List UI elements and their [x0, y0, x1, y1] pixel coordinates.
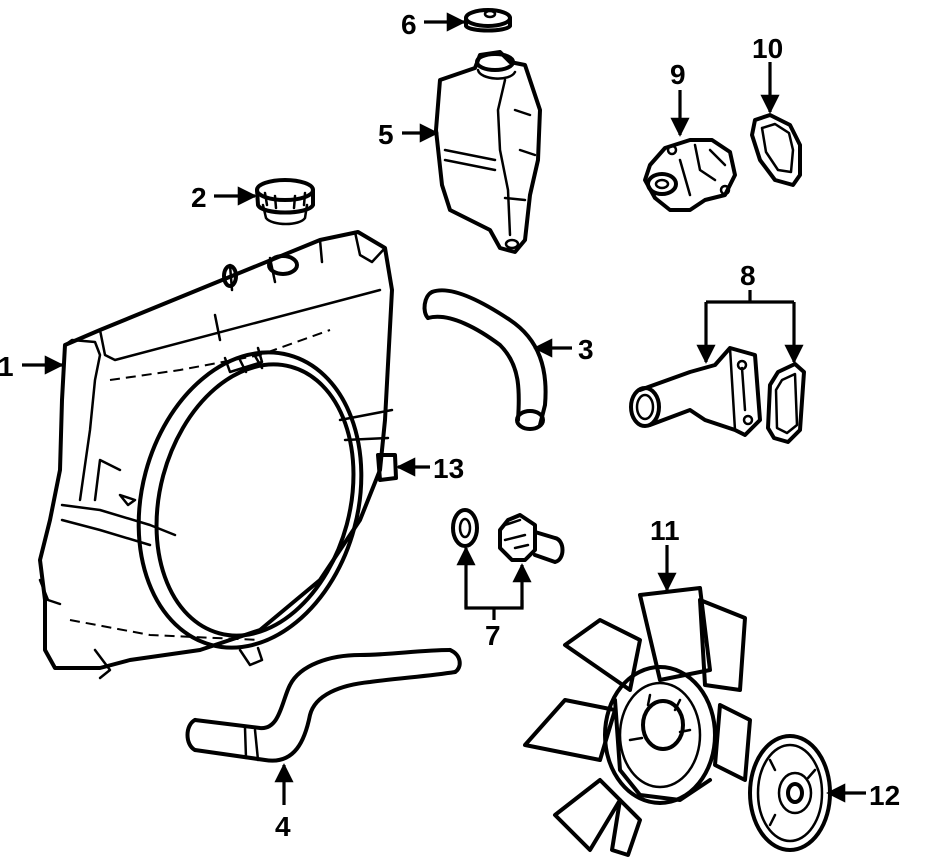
water-outlet-part[interactable] — [629, 346, 762, 437]
reservoir-cap-part[interactable] — [464, 8, 512, 33]
callout-10: 10 — [752, 33, 783, 64]
water-pump-part[interactable] — [643, 138, 737, 212]
radiator-part[interactable] — [38, 230, 394, 680]
callout-12: 12 — [869, 780, 900, 811]
water-pump-gasket-part[interactable] — [750, 113, 802, 187]
upper-radiator-hose-part[interactable] — [422, 288, 548, 431]
callout-1: 1 — [0, 351, 14, 382]
callout-5: 5 — [378, 119, 394, 150]
callout-3: 3 — [578, 334, 594, 365]
fan-pulley-part[interactable] — [748, 734, 832, 852]
callout-6: 6 — [401, 9, 417, 40]
callout-2: 2 — [191, 182, 207, 213]
callout-labels: 1 2 3 4 5 6 7 8 9 10 11 12 13 — [0, 9, 900, 842]
thermostat-seal-part[interactable] — [451, 508, 479, 548]
thermostat-part[interactable] — [498, 513, 565, 564]
callout-8: 8 — [740, 260, 756, 291]
cooling-fan-part[interactable] — [523, 586, 752, 857]
shroud-bracket-part[interactable] — [376, 453, 398, 482]
coolant-reservoir-part[interactable] — [434, 50, 542, 254]
leader-lines — [22, 12, 866, 805]
callout-9: 9 — [670, 59, 686, 90]
radiator-cap-part[interactable] — [255, 178, 315, 226]
callout-4: 4 — [275, 811, 291, 842]
water-outlet-gasket-part[interactable] — [766, 362, 806, 444]
callout-11: 11 — [650, 515, 680, 546]
lower-radiator-hose-part[interactable] — [185, 648, 462, 763]
callout-13: 13 — [433, 453, 464, 484]
callout-7: 7 — [485, 620, 501, 651]
